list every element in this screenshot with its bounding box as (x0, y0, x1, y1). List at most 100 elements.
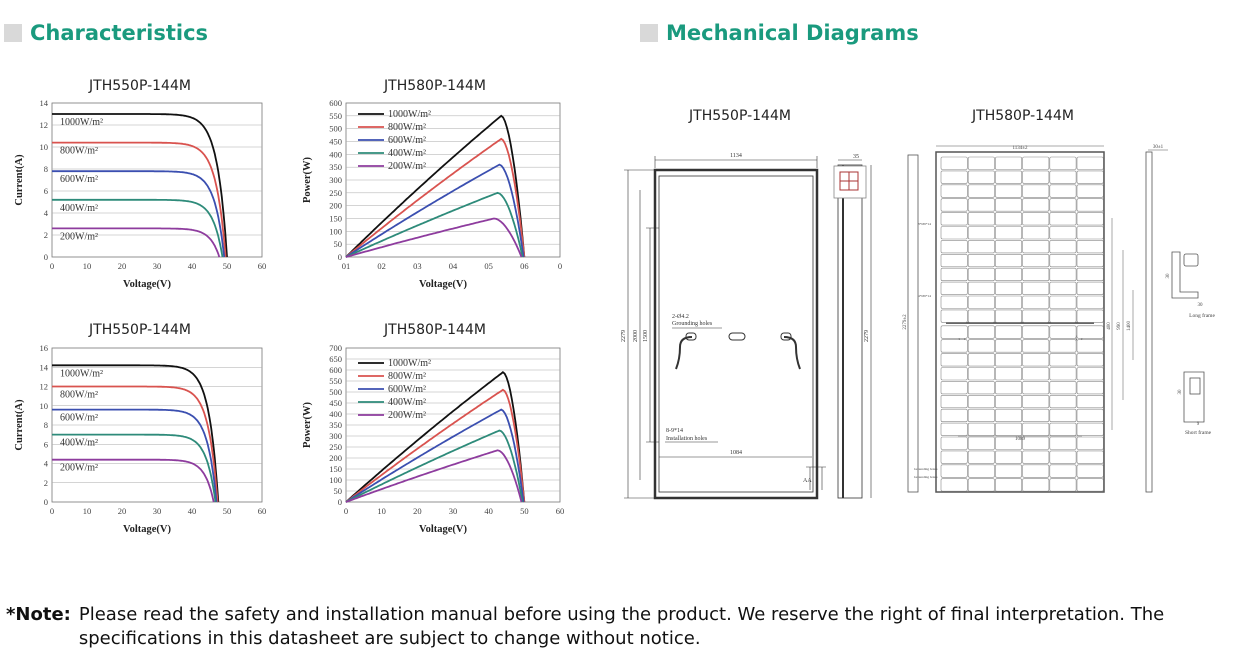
y-axis-label: Power(W) (302, 401, 313, 448)
x-axis-label: Voltage(V) (123, 279, 172, 290)
solar-cell (1022, 226, 1050, 240)
series-line (52, 364, 220, 503)
short-frame-label: Short frame (1185, 429, 1212, 436)
solar-cell (967, 464, 995, 478)
solar-cell (1076, 212, 1104, 226)
x-tick-label: 50 (223, 506, 232, 516)
hole-label: Grounding holes (914, 467, 938, 471)
legend-label: 200W/m² (388, 410, 426, 421)
solar-cell (995, 295, 1023, 309)
x-tick-label: 20 (413, 506, 422, 516)
chart-title: JTH550P-144M (89, 78, 191, 94)
solar-cell (967, 408, 995, 423)
y-tick-label: 450 (329, 398, 342, 408)
dim-frame: 30±1 (1153, 145, 1164, 150)
solar-cell (1049, 198, 1077, 212)
installation-label: 8-9*14 (666, 428, 683, 434)
y-tick-label: 100 (329, 475, 342, 485)
solar-cell (1022, 450, 1050, 464)
note-text: Please read the safety and installation … (78, 604, 1165, 649)
solar-cell (940, 184, 968, 198)
solar-cell (1049, 281, 1077, 295)
solar-cell (940, 450, 968, 464)
y-tick-label: 10 (40, 401, 49, 411)
chart-title: JTH580P-144M (384, 322, 486, 338)
solar-cell (1049, 394, 1077, 409)
solar-cell (1076, 267, 1104, 282)
x-tick-label: 10 (83, 261, 92, 271)
installation-label: Installation holes (666, 436, 708, 442)
y-tick-label: 6 (44, 439, 48, 449)
x-tick-label: 40 (188, 261, 197, 271)
y-axis-label: Power(W) (302, 156, 313, 203)
series-line (345, 114, 526, 258)
series-label: 800W/m² (60, 146, 98, 157)
series-line (52, 198, 224, 258)
solar-cell (1076, 254, 1104, 268)
solar-cell (995, 353, 1023, 367)
solar-cell (1049, 295, 1077, 309)
dim-height: 2279±2 (903, 314, 908, 330)
x-tick-label: 10 (83, 506, 92, 516)
y-tick-label: 200 (329, 201, 342, 211)
solar-cell (995, 367, 1023, 381)
x-tick-label: 06 (520, 261, 529, 271)
solar-cell (1076, 240, 1104, 254)
y-tick-label: 600 (329, 98, 342, 108)
y-tick-label: 650 (329, 354, 342, 364)
plot-frame (51, 102, 263, 258)
solar-cell (995, 170, 1023, 184)
solar-cell (1049, 478, 1077, 492)
solar-cell (967, 478, 995, 492)
solar-cell (1076, 339, 1104, 353)
solar-cell (967, 212, 995, 226)
solar-cell (967, 309, 995, 323)
solar-cell (1049, 309, 1077, 323)
solar-cell (1022, 240, 1050, 254)
series-line (345, 371, 526, 503)
solar-cell (967, 198, 995, 212)
characteristics-header: Characteristics (4, 20, 208, 46)
solar-cell (967, 450, 995, 464)
solar-cell (1076, 170, 1104, 184)
y-tick-label: 4 (44, 208, 49, 218)
y-tick-label: 550 (329, 376, 342, 386)
series-line (345, 137, 526, 258)
solar-cell (940, 422, 968, 436)
series-line (345, 429, 524, 503)
solar-cell (1022, 367, 1050, 381)
solar-cell (995, 450, 1023, 464)
series-label: 600W/m² (60, 413, 98, 424)
series-line (52, 385, 219, 503)
section-label: AA (803, 478, 812, 484)
x-tick-label: 03 (413, 261, 422, 271)
solar-cell (1022, 478, 1050, 492)
x-tick-label: 60 (258, 506, 267, 516)
solar-cell (940, 295, 968, 309)
series-line (345, 408, 525, 503)
x-tick-label: 10 (377, 506, 386, 516)
long-frame-label: Long frame (1189, 312, 1215, 319)
y-tick-label: 50 (334, 239, 343, 249)
series-line (52, 408, 218, 503)
solar-cell (1049, 422, 1077, 436)
series-label: 1000W/m² (60, 117, 103, 128)
x-tick-label: 04 (449, 261, 458, 271)
solar-cell (967, 339, 995, 353)
solar-cell (967, 156, 995, 170)
solar-cell (995, 464, 1023, 478)
series-label: 400W/m² (60, 203, 98, 214)
solar-cell (967, 325, 995, 339)
series-line (52, 141, 227, 258)
legend-label: 1000W/m² (388, 109, 431, 120)
solar-cell (1022, 381, 1050, 395)
y-tick-label: 2 (44, 230, 48, 240)
solar-cell (1076, 381, 1104, 395)
section-square-icon (640, 24, 658, 42)
solar-cell (1022, 198, 1050, 212)
x-tick-label: 20 (118, 261, 127, 271)
solar-cell (995, 198, 1023, 212)
y-axis-label: Current(A) (14, 399, 25, 451)
solar-cell (995, 267, 1023, 282)
